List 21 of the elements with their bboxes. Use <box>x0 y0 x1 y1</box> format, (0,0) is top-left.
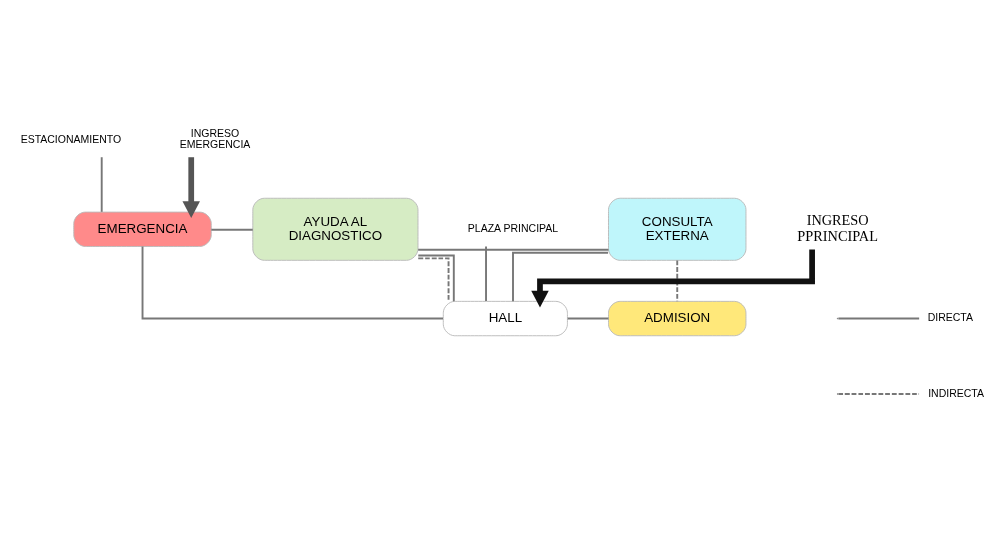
arrow <box>182 156 200 218</box>
node-text: INGRESO EMERGENCIA <box>179 126 251 150</box>
arrow <box>531 249 815 307</box>
node-box: ADMISION <box>608 300 747 336</box>
connector <box>210 228 254 231</box>
node-text: INGRESO PPRINCIPAL <box>797 211 878 244</box>
node-text: ESTACIONAMIENTO <box>20 132 122 145</box>
node-text: PLAZA PRINCIPAL <box>467 221 559 234</box>
node-box: CONSULTA EXTERNA <box>608 197 747 261</box>
node-box: AYUDA AL DIAGNOSTICO <box>252 197 419 261</box>
connector <box>676 259 679 302</box>
node-box: EMERGENCIA <box>73 211 212 247</box>
legend-label: DIRECTA <box>927 310 973 323</box>
connector <box>417 248 610 251</box>
connector <box>485 245 487 302</box>
node-box: HALL <box>442 300 568 336</box>
connector <box>512 251 610 302</box>
connector <box>141 245 444 319</box>
connector <box>566 317 610 319</box>
legend-label: INDIRECTA <box>928 386 984 399</box>
connector <box>100 155 103 213</box>
